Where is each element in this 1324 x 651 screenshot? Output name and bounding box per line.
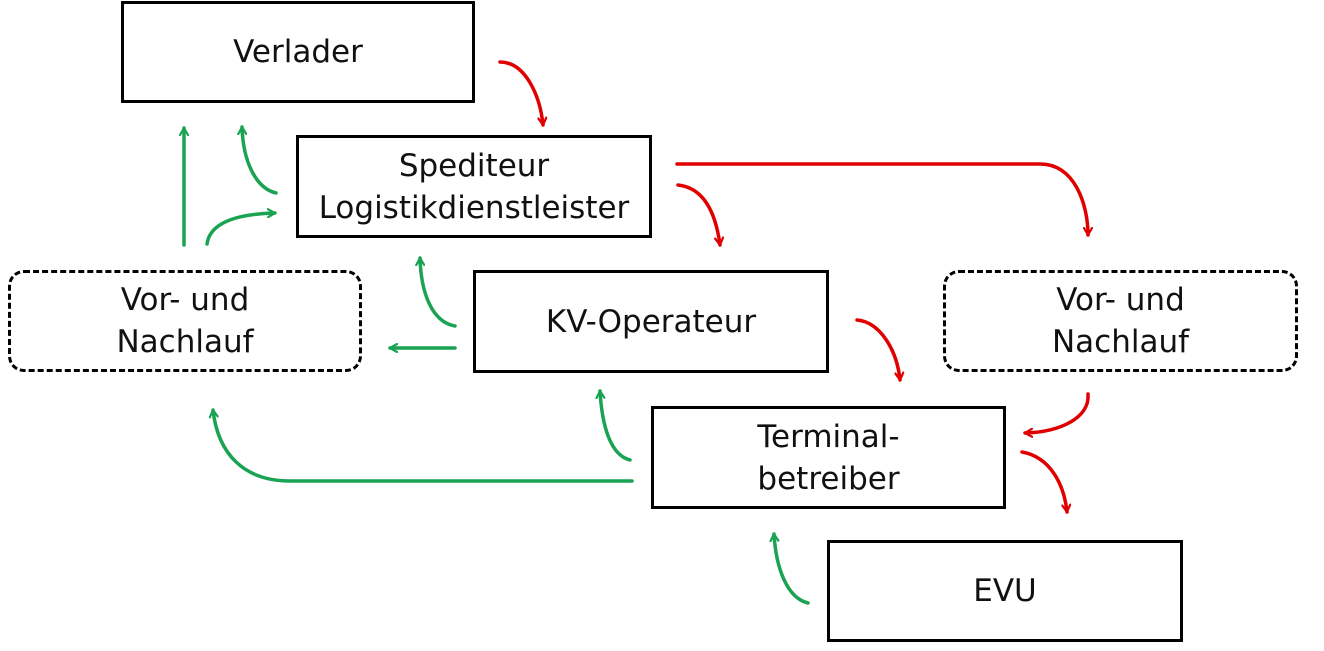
arrow-terminal-to-evu: [1020, 450, 1067, 514]
node-evu-label: EVU: [973, 573, 1037, 609]
arrow-spediteur-to-verlader: [242, 125, 278, 195]
node-vor-nachlauf-left-label-line1: Vor- und: [120, 282, 250, 318]
node-vor-nachlauf-right-label-line1: Vor- und: [1056, 282, 1185, 318]
arrow-verlader-to-spediteur: [498, 60, 543, 127]
node-terminalbetreiber: Terminal- betreiber: [651, 406, 1006, 509]
node-vor-nachlauf-left-label-line2: Nachlauf: [116, 324, 254, 360]
node-vor-nachlauf-right: Vor- und Nachlauf: [943, 270, 1298, 372]
arrow-vor-nachlauf-left-to-spediteur: [205, 213, 277, 246]
node-vor-nachlauf-right-label-line2: Nachlauf: [1051, 324, 1190, 360]
arrow-evu-to-terminal: [774, 532, 810, 605]
node-spediteur: Spediteur Logistikdienstleister: [296, 135, 652, 238]
arrow-spediteur-to-vor-nachlauf-right: [675, 162, 1088, 237]
node-terminalbetreiber-label-line1: Terminal-: [757, 418, 900, 455]
node-verlader-label: Verlader: [233, 34, 363, 70]
arrow-kv-operateur-to-spediteur: [420, 256, 457, 328]
arrow-terminal-to-vor-nachlauf-left: [213, 408, 634, 483]
node-verlader: Verlader: [121, 1, 475, 103]
arrow-vor-nachlauf-right-to-terminal: [1023, 392, 1090, 433]
node-terminalbetreiber-label-line2: betreiber: [757, 460, 900, 497]
node-evu: EVU: [827, 540, 1183, 642]
node-kv-operateur: KV-Operateur: [473, 270, 829, 373]
arrow-terminal-to-kv-operateur: [600, 389, 632, 462]
arrow-spediteur-to-kv-operateur: [676, 183, 720, 247]
arrow-kv-operateur-to-terminal: [855, 318, 900, 382]
node-vor-nachlauf-left: Vor- und Nachlauf: [8, 270, 362, 372]
node-spediteur-label-line1: Spediteur: [398, 147, 550, 184]
node-kv-operateur-label: KV-Operateur: [545, 303, 757, 340]
node-spediteur-label-line2: Logistikdienstleister: [318, 189, 630, 226]
